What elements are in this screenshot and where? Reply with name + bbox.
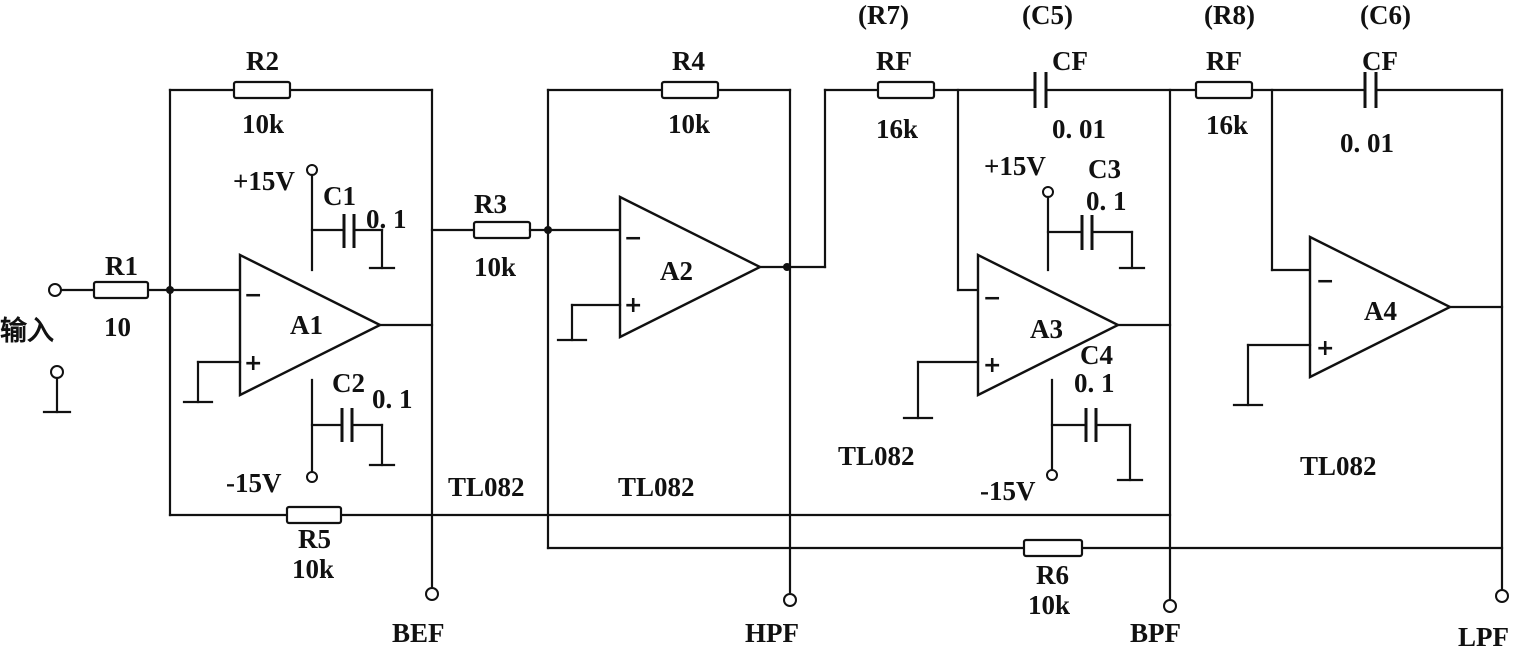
r1-label: R1 <box>105 251 138 281</box>
input-ground-terminal <box>50 365 64 379</box>
a1-tl082: TL082 <box>448 472 525 502</box>
a4-plus: + <box>1316 336 1334 361</box>
resistor-rf-2 <box>1194 80 1254 100</box>
hpf-terminal <box>783 593 797 607</box>
r2-value: 10k <box>242 109 284 139</box>
stage-a2: R3 10k R4 10k − + A2 HPF TL082 R6 10k <box>430 46 1504 648</box>
bef-label: BEF <box>392 618 445 648</box>
a3-minus: − <box>983 286 1001 311</box>
c4-value: 0. 1 <box>1074 368 1115 398</box>
input-terminal <box>48 283 62 297</box>
lpf-label: LPF <box>1458 622 1509 651</box>
opamp-a4 <box>1308 235 1453 379</box>
c5-label: (C5) <box>1022 0 1073 30</box>
a1-plus: + <box>244 351 262 376</box>
r3-value: 10k <box>474 252 516 282</box>
a1-pos-supply: +15V <box>233 166 295 196</box>
r6-value: 10k <box>1028 590 1070 620</box>
cf1-value: 0. 01 <box>1052 114 1106 144</box>
a2-minus: − <box>624 226 642 251</box>
r4-label: R4 <box>672 46 705 76</box>
c1-label: C1 <box>323 181 356 211</box>
rf1-value: 16k <box>876 114 918 144</box>
resistor-r6 <box>1022 538 1084 558</box>
r2-label: R2 <box>246 46 279 76</box>
rf2-label: RF <box>1206 46 1242 76</box>
a4-label: A4 <box>1364 296 1397 326</box>
r4-value: 10k <box>668 109 710 139</box>
cf2-label: CF <box>1362 46 1398 76</box>
stage-a1: R2 10k − + A1 +15V C1 0. 1 -15V C2 0. 1 <box>166 46 1172 648</box>
r3-label: R3 <box>474 189 507 219</box>
bpf-terminal <box>1163 599 1177 613</box>
bpf-label: BPF <box>1130 618 1181 648</box>
stage-a4: (R8) RF 16k (C6) CF 0. 01 − + A4 TL082 L… <box>1194 0 1509 651</box>
c3-label: C3 <box>1088 154 1121 184</box>
cf2-value: 0. 01 <box>1340 128 1394 158</box>
a2-tl082: TL082 <box>618 472 695 502</box>
opamp-a2 <box>618 195 763 339</box>
lpf-terminal <box>1495 589 1509 603</box>
r5-label: R5 <box>298 524 331 554</box>
cf1-label: CF <box>1052 46 1088 76</box>
a2-label: A2 <box>660 256 693 286</box>
r7-label: (R7) <box>858 0 909 30</box>
r8-label: (R8) <box>1204 0 1255 30</box>
a3-tl082: TL082 <box>838 441 915 471</box>
input-label: 输入 <box>0 315 54 346</box>
c6-label: (C6) <box>1360 0 1411 30</box>
resistor-r2 <box>232 80 292 100</box>
c3-value: 0. 1 <box>1086 186 1127 216</box>
hpf-label: HPF <box>745 618 799 648</box>
resistor-r1 <box>92 280 150 300</box>
a1-neg-supply: -15V <box>226 468 282 498</box>
a3-label: A3 <box>1030 314 1063 344</box>
opamp-a1 <box>238 253 383 397</box>
a3-plus: + <box>983 353 1001 378</box>
input-section: R1 10 输入 <box>0 251 242 414</box>
rf2-value: 16k <box>1206 110 1248 140</box>
a2-plus: + <box>624 293 642 318</box>
a4-tl082: TL082 <box>1300 451 1377 481</box>
c2-value: 0. 1 <box>372 384 413 414</box>
c4-label: C4 <box>1080 340 1113 370</box>
r6-label: R6 <box>1036 560 1069 590</box>
opamp-a3 <box>976 253 1121 397</box>
r5-value: 10k <box>292 554 334 584</box>
c2-label: C2 <box>332 368 365 398</box>
r1-value: 10 <box>104 312 131 342</box>
a1-label: A1 <box>290 310 323 340</box>
a4-minus: − <box>1316 269 1334 294</box>
resistor-r4 <box>660 80 720 100</box>
a3-pos-supply: +15V <box>984 151 1046 181</box>
stage-a3: (R7) RF 16k (C5) CF 0. 01 − + A3 +15V C3… <box>823 0 1202 648</box>
resistor-r3 <box>472 220 532 240</box>
rf1-label: RF <box>876 46 912 76</box>
resistor-rf-1 <box>876 80 936 100</box>
a3-neg-supply: -15V <box>980 476 1036 506</box>
c1-value: 0. 1 <box>366 204 407 234</box>
a1-minus: − <box>244 283 262 308</box>
bef-terminal <box>425 587 439 601</box>
resistor-r5 <box>285 505 343 525</box>
